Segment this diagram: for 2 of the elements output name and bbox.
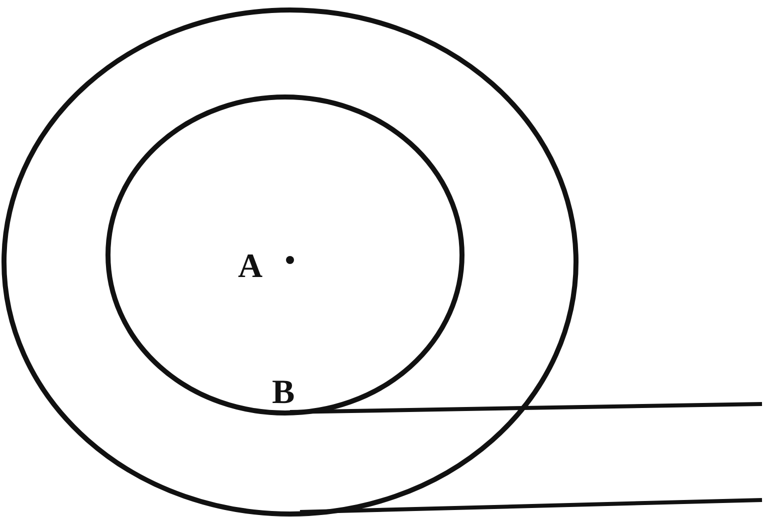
point-label: A xyxy=(238,250,263,284)
point-label: B xyxy=(272,376,295,410)
